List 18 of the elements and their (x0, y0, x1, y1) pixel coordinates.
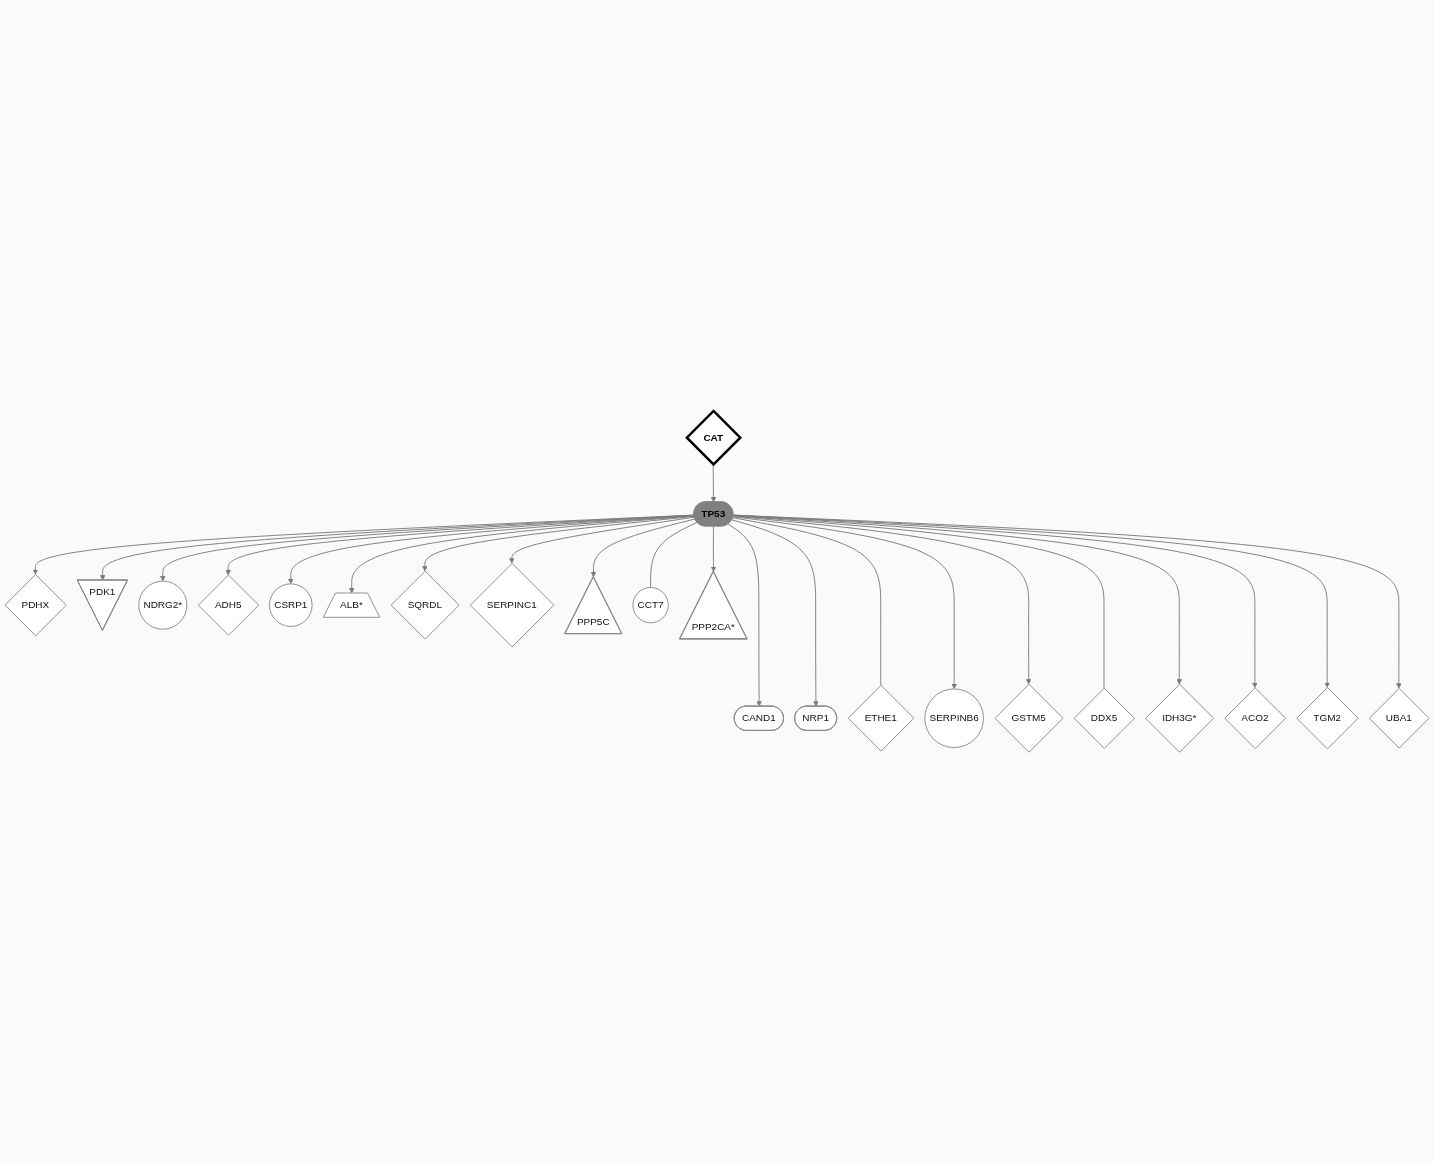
node-diamond: ETHE1 (847, 685, 915, 752)
connector (732, 517, 882, 687)
node-diamond: GSTM5 (994, 684, 1064, 754)
node-diamond: ACO2 (1224, 687, 1287, 750)
node-diamond: CAT (685, 409, 743, 467)
node-circle: NDRG2* (138, 581, 188, 631)
node-diamond: ADH5 (197, 574, 260, 637)
node-circle: SERPINB6 (924, 688, 984, 749)
node-diamond: TGM2 (1296, 687, 1359, 750)
node-diamond: PDHX (4, 574, 67, 637)
node-diamond: UBA1 (1368, 688, 1430, 749)
node-diamond: SERPINC1 (469, 563, 555, 648)
node-circle: CSRP1 (269, 583, 313, 628)
node-diamond: SQRDL (390, 571, 460, 640)
node-diamond: DDX5 (1073, 688, 1135, 750)
node-diamond: IDH3G* (1145, 684, 1215, 754)
connector (650, 522, 698, 589)
node-circle: CCT7 (632, 587, 669, 624)
